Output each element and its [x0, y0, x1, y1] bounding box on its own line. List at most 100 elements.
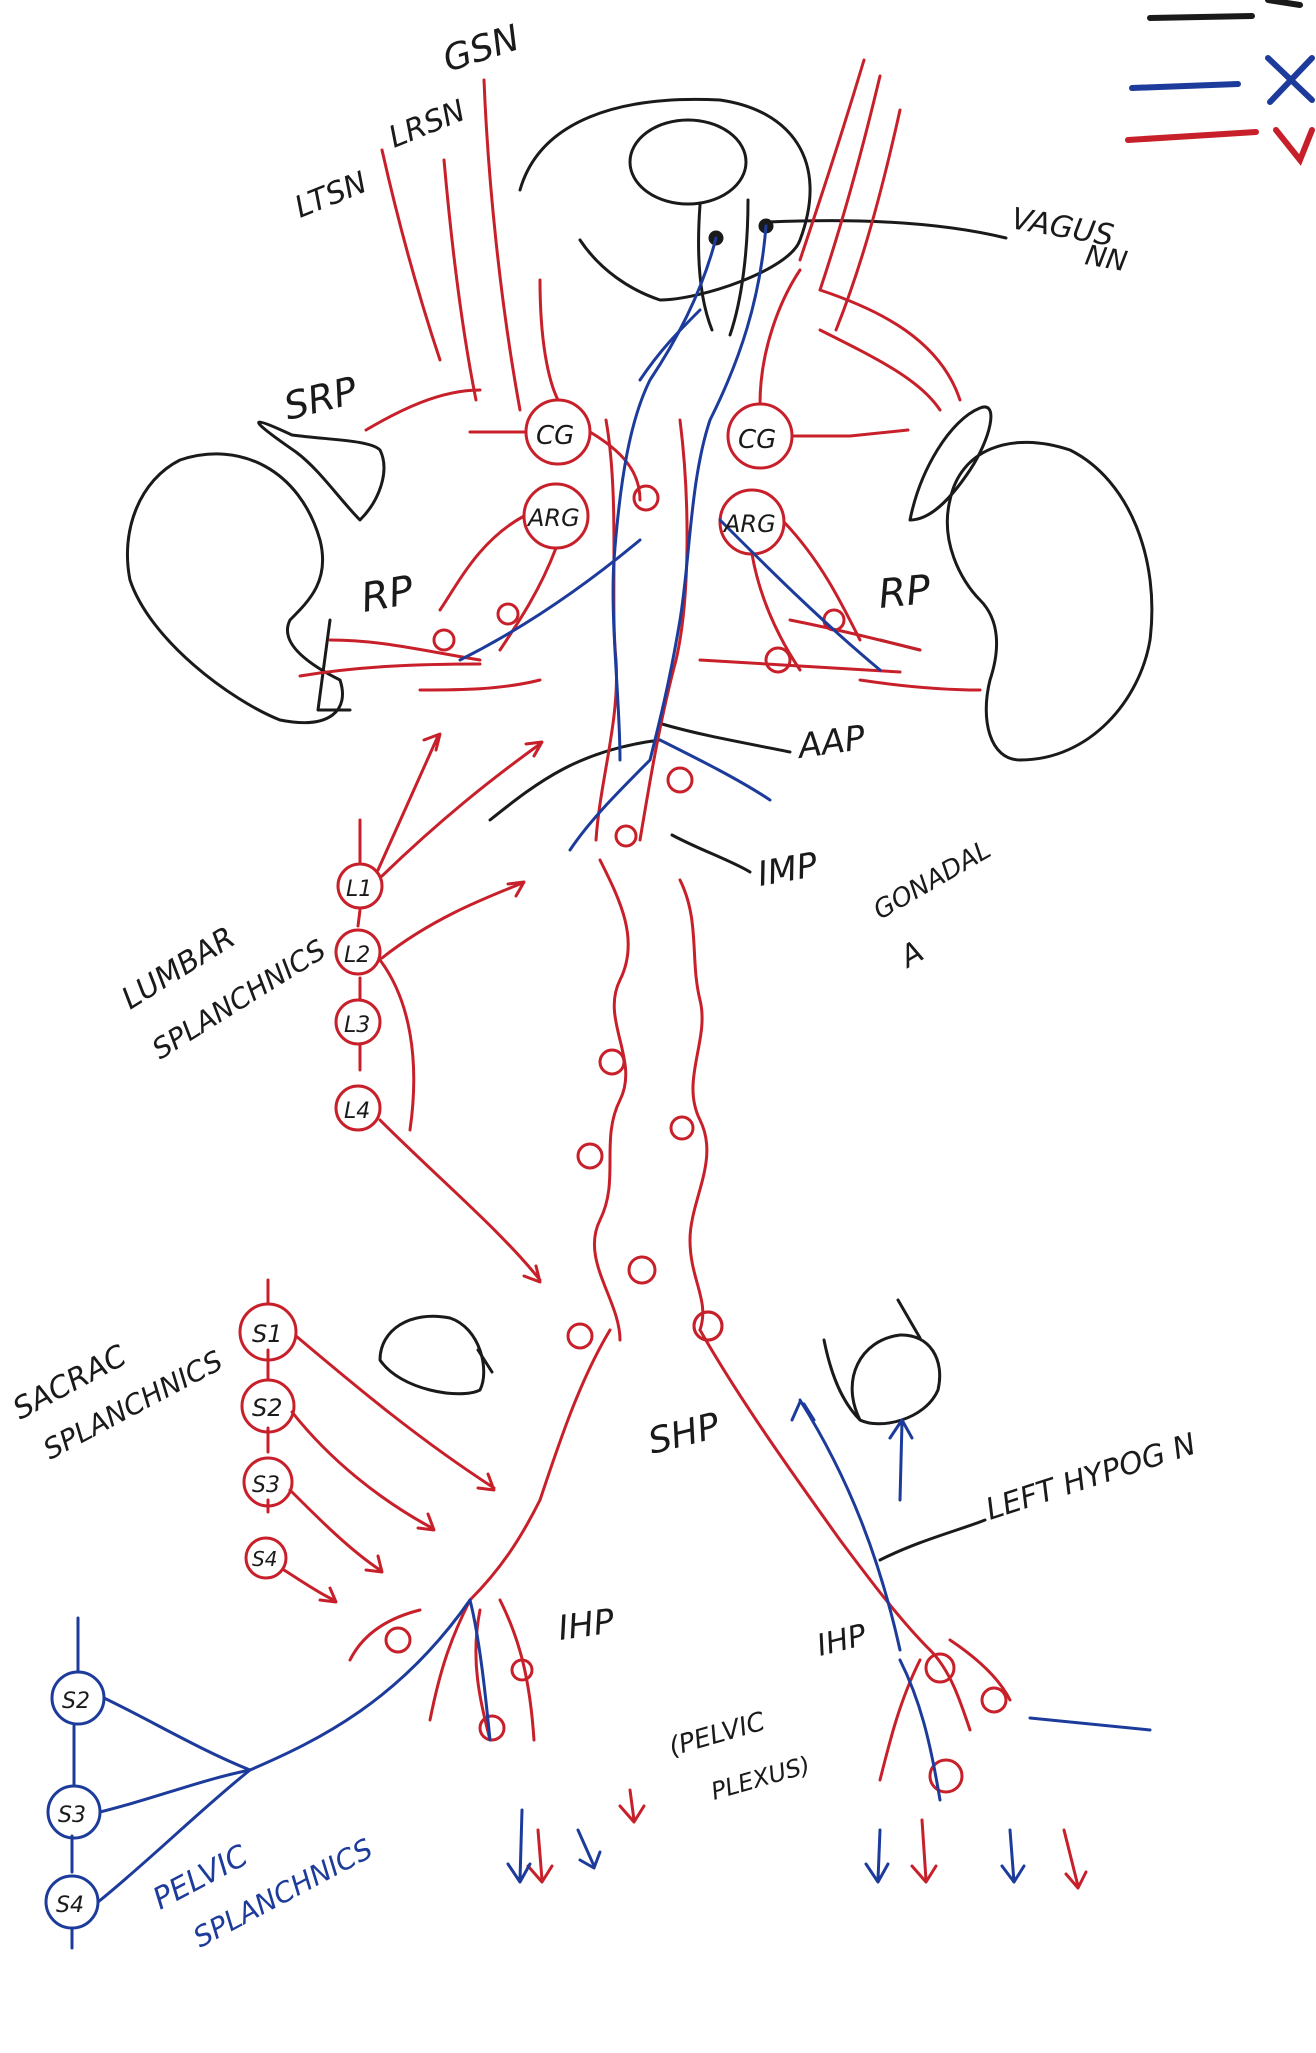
ltsn-nerve — [382, 150, 440, 360]
imp-label: IMP — [755, 845, 821, 895]
vagus-label-2: NN — [1083, 238, 1130, 278]
sacral-splanchnic-3 — [290, 1490, 382, 1572]
left-ihp-ganglion-2 — [480, 1716, 504, 1740]
ihp-right-label: IHP — [813, 1618, 870, 1664]
s4-label: S4 — [252, 1547, 277, 1571]
srp-branch — [366, 390, 480, 430]
shp-label: SHP — [644, 1406, 724, 1463]
blue-right-pelvic-branch — [800, 1400, 940, 1800]
lumbar-splanchnic-5 — [380, 960, 414, 1130]
arg-left-connections — [440, 516, 556, 650]
pelvic-splanchnic-s2 — [104, 1698, 250, 1770]
aorticorenal-ganglion-left-2 — [498, 604, 518, 624]
esophagus-lumen-outline — [630, 120, 746, 204]
aorticorenal-ganglion-right-1 — [766, 648, 790, 672]
cg-right-label: CG — [738, 425, 776, 455]
blue-right-pelvic-arrows — [866, 1830, 1024, 1882]
l4-label: L4 — [344, 1099, 370, 1124]
gonadal-label-2: A — [893, 934, 930, 976]
left-ihp-fan — [350, 1600, 534, 1740]
shp-ganglion-left — [568, 1324, 592, 1348]
sympathetic-network — [240, 60, 1086, 1888]
ihp-left-label: IHP — [556, 1601, 618, 1648]
s2-label: S2 — [252, 1394, 283, 1422]
cg-left-label: CG — [536, 421, 574, 451]
legend-blue-line — [1132, 84, 1238, 88]
gsn-label: GSN — [438, 18, 525, 81]
s1-label: S1 — [252, 1320, 283, 1348]
sacral-splanchnic-4 — [284, 1570, 336, 1602]
right-pelvic-organ-outline — [852, 1335, 940, 1424]
left-ihp-ganglion-1 — [386, 1628, 410, 1652]
right-thoracic-lateral — [820, 290, 960, 410]
left-hilum — [318, 620, 350, 710]
aortic-ganglion-6 — [629, 1257, 655, 1283]
arg-right-connections — [752, 522, 860, 670]
aortic-ganglion-3 — [600, 1050, 624, 1074]
blue-right-up-arrow-2 — [890, 1420, 912, 1500]
gsn-nerve — [484, 80, 520, 410]
pelvic-plexus-label-2: PLEXUS) — [708, 1751, 813, 1806]
aap-curve — [490, 740, 660, 820]
sacral-splanchnic-1 — [296, 1336, 494, 1490]
aap-leader — [662, 724, 790, 752]
aorticorenal-ganglion-left-1 — [434, 630, 454, 650]
left-hypog-label: LEFT HYPOG N — [982, 1427, 1201, 1528]
blue-left-pelvic-arrows — [508, 1810, 600, 1882]
pelvic-s3-label: S3 — [58, 1803, 86, 1828]
legend-red-line — [1128, 132, 1256, 140]
pelvic-plexus-label: (PELVIC — [666, 1707, 770, 1763]
arg-right-label: ARG — [722, 510, 776, 538]
renal-plexus-left — [300, 640, 540, 690]
shp-right-branch — [700, 1330, 930, 1650]
shp-ganglion-right — [694, 1312, 722, 1340]
aortic-plexus-trunk — [596, 420, 687, 840]
right-ihp-ganglion-1 — [926, 1654, 954, 1682]
rp-right-label: RP — [876, 567, 933, 618]
lrsn-label: LRSN — [384, 93, 470, 155]
left-suprarenal-outline — [259, 422, 384, 520]
lrsn-nerve — [444, 160, 476, 400]
legend-blue-mark — [1268, 58, 1312, 102]
labels: GSN LTSN LRSN VAGUS NN SRP CG CG ARG ARG… — [7, 18, 1200, 1955]
imp-leader — [672, 835, 750, 872]
srp-label: SRP — [280, 368, 362, 428]
aortic-ganglion-4 — [671, 1117, 693, 1139]
superior-mesenteric-ganglion — [634, 486, 658, 510]
vagal-trunk-left — [613, 238, 716, 760]
legend-black-line — [1150, 16, 1252, 18]
cg-left-connections — [470, 280, 640, 500]
parasympathetic-network — [46, 226, 1150, 1948]
lumbar-splanchnic-3 — [382, 882, 524, 958]
l3-label: L3 — [344, 1013, 370, 1038]
aortic-plexus-loops — [594, 860, 706, 1340]
sacral-label-2: SPLANCHNICS — [38, 1344, 228, 1466]
l1-label: L1 — [346, 877, 372, 902]
blue-right-branch-to-edge — [1030, 1718, 1150, 1730]
aortic-ganglion-5 — [578, 1144, 602, 1168]
right-pelvic-arrows-red — [912, 1820, 1086, 1888]
pelvic-splanchnic-s3 — [100, 1770, 250, 1812]
lumbar-splanchnic-4 — [380, 1120, 540, 1282]
blue-left-pelvic-branch — [250, 1600, 490, 1770]
right-ihp-ganglion-2 — [982, 1688, 1006, 1712]
legend-red-mark — [1276, 130, 1312, 160]
arg-left-label: ARG — [526, 504, 580, 532]
legend-black-mark — [1268, 0, 1300, 5]
gonadal-label: GONADAL — [869, 835, 997, 926]
pelvic-s2-label: S2 — [62, 1689, 90, 1714]
vagal-trunk-right — [650, 226, 766, 760]
left-kidney-outline — [127, 454, 342, 723]
right-pelvic-organ-stalk — [824, 1300, 920, 1420]
renal-plexus-right — [700, 620, 980, 690]
left-pelvic-organ-outline — [380, 1316, 484, 1394]
aortic-ganglion-2 — [616, 826, 636, 846]
aap-label: AAP — [794, 718, 868, 767]
blue-right-up-arrow — [792, 1402, 814, 1420]
left-pelvic-arrows-red — [528, 1790, 644, 1882]
aortic-ganglion-1 — [668, 768, 692, 792]
s3-label: S3 — [252, 1473, 280, 1498]
l2-label: L2 — [344, 943, 370, 968]
left-hypog-leader — [880, 1520, 985, 1560]
rp-left-label: RP — [358, 567, 418, 621]
